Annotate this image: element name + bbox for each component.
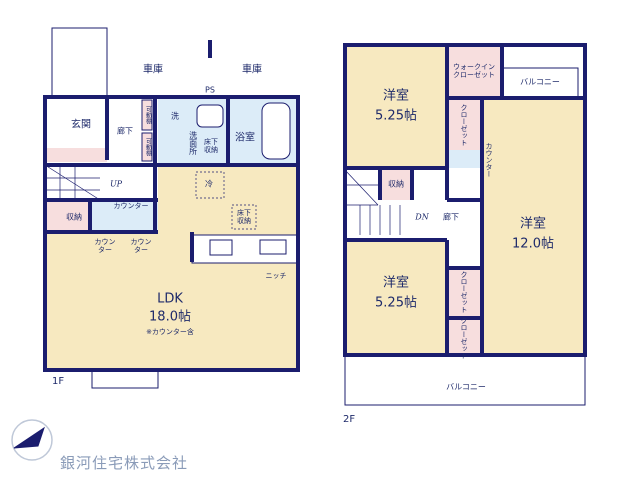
hallway-1f-label: 廊下 [117,126,133,136]
closet-c-label: クローゼット [460,317,469,359]
room-top-size: 5.25帖 [375,108,417,124]
stove [259,239,287,255]
garage-right-label: 車庫 [242,64,262,76]
wic-label: ウォークインクローゼット [453,62,495,79]
storage-1f-label: 収納 [66,212,82,222]
shelf-a-label: 可動棚 [144,106,152,124]
underfloor-kitchen-label: 床下収納 [237,208,251,225]
shelf-a [141,99,153,131]
room-big-size: 12.0帖 [512,236,554,252]
toilet-counter-label: カウンター [113,201,149,210]
closet-a-area [447,100,482,150]
entrance-step [45,148,107,162]
entrance-label: 玄関 [71,119,91,131]
floor1-label: 1F [52,376,65,387]
floor2-label: 2F [343,414,356,425]
room-bottom-label: 洋室 [382,275,410,291]
shelf-b-label: 可動棚 [144,138,152,156]
ldk-note: ※カウンター含 [146,327,194,336]
balcony-bottom [344,354,586,406]
counter-a-label: カウンター [94,237,116,254]
wic-area [447,45,502,98]
toilet-1f [92,202,158,232]
room-big-label: 洋室 [519,216,547,232]
room-bottom-size: 5.25帖 [375,295,417,311]
dn-label: DN [415,212,429,222]
stairs-1f [44,164,101,201]
washroom-label: 洗面所 [188,131,198,155]
stairs-2f [344,169,401,235]
kitchen-area [158,165,298,232]
fridge-space [195,171,225,199]
sink [196,104,224,128]
entrance-area [45,97,107,148]
company-name: 銀河住宅株式会社 [60,454,189,472]
room-bottom-area [345,240,447,355]
ps-label: PS [205,85,215,95]
closet-a-label: クローゼット [460,104,469,146]
underfloor-kitchen-box [231,204,257,230]
counter-2f-label: カウンター [485,142,494,178]
hallway-2f-label: 廊下 [443,212,459,222]
garage-left-label: 車庫 [143,64,163,76]
storage-2f [380,170,412,200]
ldk-label: LDK [157,291,183,307]
niche-label: ニッチ [265,271,287,280]
closet-b-label: クローゼット [460,271,469,313]
room-top-area [345,45,447,168]
bathroom-label: 浴室 [235,132,255,144]
closet-b-area [447,268,482,316]
ldk-size: 18.0帖 [149,309,191,325]
porch [51,27,108,98]
storage-2f-label: 収納 [388,179,404,189]
bathtub [261,102,291,160]
room-big-area [482,98,585,355]
laundry-label: 洗 [171,111,179,121]
counter-b-label: カウンター [130,237,152,254]
shelf-b [141,132,153,162]
balcony-top-label: バルコニー [520,77,560,87]
storage-1f [45,202,90,232]
room-top-label: 洋室 [382,88,410,104]
balcony-bottom-label: バルコニー [446,382,486,392]
fridge-label: 冷 [205,179,213,189]
balcony-top [501,67,579,99]
underfloor-wash-label: 床下収納 [204,137,218,154]
kitchen-sink [209,239,233,256]
window-bottom [91,369,159,389]
company-logo [11,419,53,461]
up-label: UP [109,179,123,189]
closet-c-area [447,320,482,355]
